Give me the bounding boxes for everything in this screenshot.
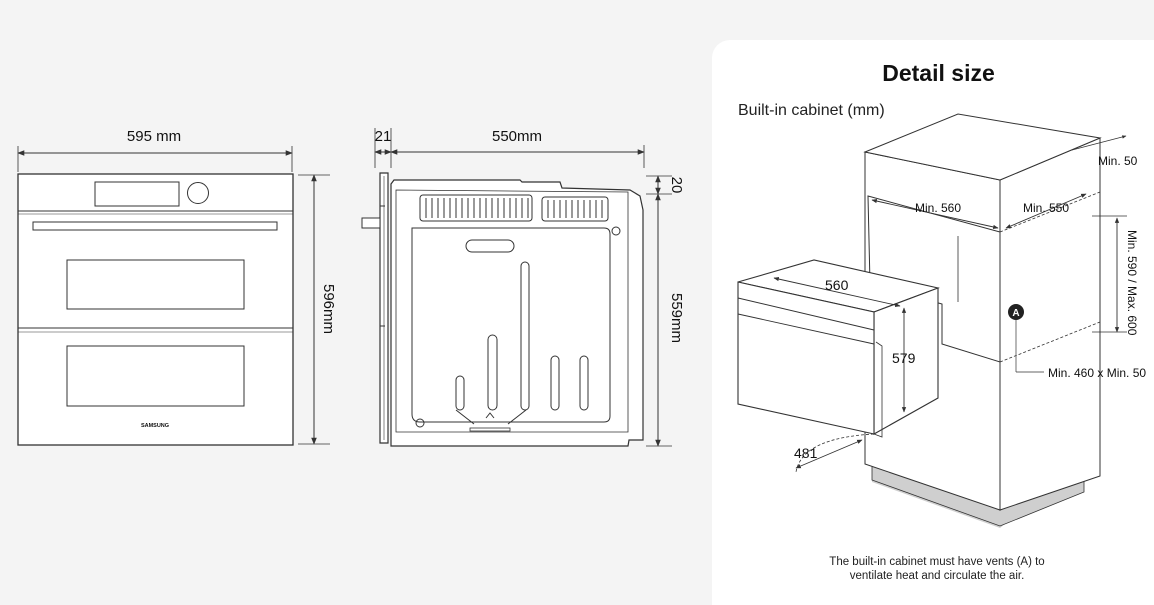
min-50-top-dimension xyxy=(1071,135,1127,151)
vent-note-line-2: ventilate heat and circulate the air. xyxy=(849,570,1025,582)
vent-note-line-1: The built-in cabinet must have vents (A)… xyxy=(829,556,1045,568)
vent-size-label: Min. 460 x Min. 50 xyxy=(1048,366,1146,380)
side-height-label: 559mm xyxy=(668,293,685,343)
cabinet-installation-drawing: Min. 50 Min. 560 Min. 550 Min. 590 / Max… xyxy=(737,113,1146,528)
lower-door-window xyxy=(66,345,245,407)
front-view: 595 mm SAMSUNG 596mm xyxy=(17,128,337,446)
vent-note: The built-in cabinet must have vents (A)… xyxy=(752,555,1122,583)
min-550-dimension xyxy=(1005,193,1087,229)
oven-481-dimension xyxy=(795,439,863,469)
side-view: 21 550mm xyxy=(361,128,685,447)
oven-560-dimension xyxy=(773,276,901,308)
oven-technical-drawings: 595 mm SAMSUNG 596mm 21 550mm xyxy=(17,128,685,447)
cabinet xyxy=(863,113,1102,528)
side-depth-label: 550mm xyxy=(492,128,542,145)
min-590-label: Min. 590 / Max. 600 xyxy=(1125,230,1139,336)
control-knob-icon xyxy=(187,182,209,204)
oven-body-side xyxy=(390,179,644,447)
panel-subtitle: Built-in cabinet (mm) xyxy=(738,102,885,119)
oven-579-label: 579 xyxy=(892,350,916,366)
min-560-label: Min. 560 xyxy=(915,201,961,215)
vent-marker-a xyxy=(1008,304,1024,320)
upper-door-window xyxy=(66,259,245,310)
oven-481-label: 481 xyxy=(794,445,818,461)
detail-size-panel: Detail size Built-in cabinet (mm) xyxy=(712,40,1154,605)
upper-door-handle xyxy=(32,221,278,231)
panel-title: Detail size xyxy=(882,60,995,86)
min-560-dimension xyxy=(871,198,999,230)
vent-marker-label: A xyxy=(1012,308,1019,319)
oven-560-label: 560 xyxy=(825,277,849,293)
door-thickness-label: 21 xyxy=(375,128,392,145)
min-50-top-label: Min. 50 xyxy=(1098,154,1138,168)
top-offset-label: 20 xyxy=(668,177,685,194)
front-height-label: 596mm xyxy=(320,284,337,334)
front-width-label: 595 mm xyxy=(127,128,181,145)
drawings-area: 595 mm SAMSUNG 596mm 21 550mm xyxy=(17,128,685,447)
cabinet-side xyxy=(999,137,1101,511)
min-550-label: Min. 550 xyxy=(1023,201,1069,215)
control-display xyxy=(94,181,180,207)
brand-logo: SAMSUNG xyxy=(141,423,169,429)
